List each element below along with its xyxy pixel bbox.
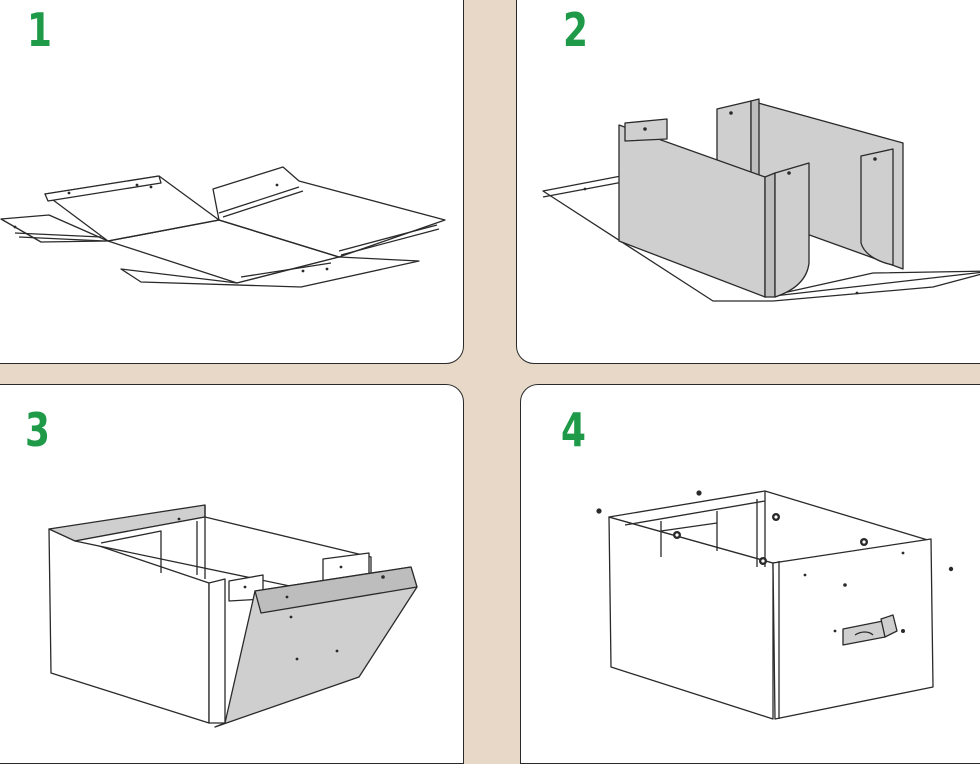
sides-folded-illustration	[542, 98, 980, 302]
step-1-panel: 1	[0, 0, 464, 364]
step-2-panel: 2	[516, 0, 980, 364]
step-2-number: 2	[563, 3, 588, 57]
step-1-number: 1	[27, 3, 52, 57]
box-flap-folding-illustration	[48, 504, 418, 728]
flat-sheet-illustration	[0, 166, 446, 288]
step-3-number: 3	[25, 403, 50, 457]
step-4-number: 4	[561, 403, 586, 457]
completed-box-illustration	[596, 490, 954, 720]
step-4-panel: 4	[520, 384, 980, 764]
step-3-panel: 3	[0, 384, 464, 764]
